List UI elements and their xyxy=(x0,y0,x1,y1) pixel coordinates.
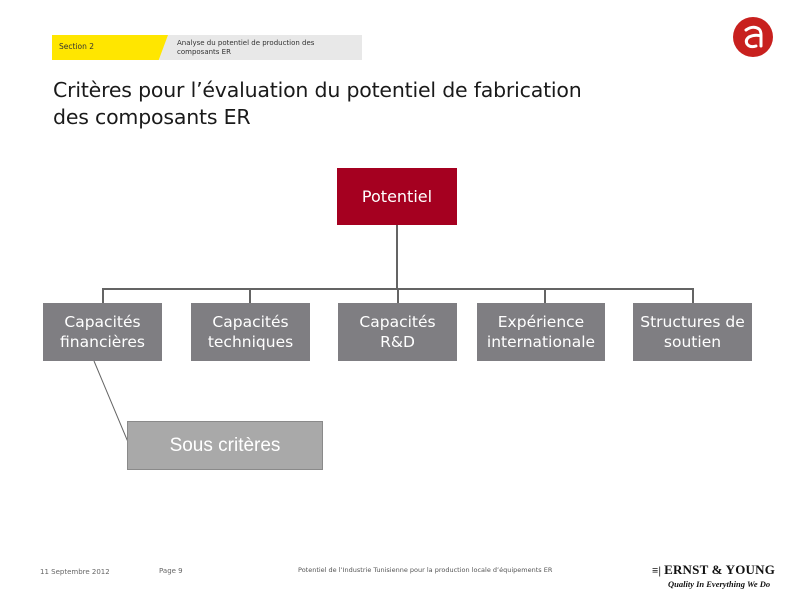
connector-stem-4 xyxy=(544,288,546,303)
connector-stem-1 xyxy=(102,288,104,303)
node-label-line1: Expérience xyxy=(497,313,585,331)
page-title: Critères pour l’évaluation du potentiel … xyxy=(53,77,653,131)
node-potentiel: Potentiel xyxy=(337,168,457,225)
node-potentiel-label: Potentiel xyxy=(361,186,433,206)
node-structures-de-soutien: Structures de soutien xyxy=(633,303,752,361)
node-label-line1: Structures de xyxy=(640,313,745,331)
node-label-line2: financières xyxy=(60,333,145,351)
node-label-line1: Capacités xyxy=(64,313,141,331)
ey-mark-icon: ≡| xyxy=(652,565,662,577)
connector-stem-3 xyxy=(397,288,399,303)
node-label-line1: Capacités xyxy=(212,313,289,331)
node-label-line1: Capacités xyxy=(359,313,436,331)
section-tab: Section 2 xyxy=(52,35,168,60)
connector-root-stem xyxy=(396,225,398,289)
connector-stem-5 xyxy=(692,288,694,303)
node-label-line2: techniques xyxy=(207,333,294,351)
section-banner: Section 2 Analyse du potentiel de produc… xyxy=(52,35,362,60)
circle-a-logo-icon xyxy=(733,17,773,57)
footer-date: 11 Septembre 2012 xyxy=(40,568,110,576)
node-capacites-techniques: Capacités techniques xyxy=(191,303,310,361)
node-label-line2: R&D xyxy=(380,333,415,351)
ernst-young-logo: ≡|ERNST & YOUNG Quality In Everything We… xyxy=(652,562,792,589)
ey-brand-text: ERNST & YOUNG xyxy=(664,562,776,577)
ey-brand-name: ≡|ERNST & YOUNG xyxy=(652,562,792,578)
connector-stem-2 xyxy=(249,288,251,303)
node-label-line2: soutien xyxy=(663,333,722,351)
section-label: Section 2 xyxy=(59,42,95,51)
node-sous-criteres-label: Sous critères xyxy=(169,434,281,456)
node-capacites-rd: Capacités R&D xyxy=(338,303,457,361)
ey-tagline: Quality In Everything We Do xyxy=(668,579,771,589)
page-title-line1: Critères pour l’évaluation du potentiel … xyxy=(53,78,582,102)
node-capacites-financieres: Capacités financières xyxy=(43,303,162,361)
node-experience-internationale: Expérience internationale xyxy=(477,303,605,361)
footer-page-number: Page 9 xyxy=(159,567,183,575)
section-title: Analyse du potentiel de production des c… xyxy=(177,39,315,56)
page-title-line2: des composants ER xyxy=(53,105,251,129)
node-sous-criteres: Sous critères xyxy=(127,421,323,470)
node-label-line2: internationale xyxy=(486,333,596,351)
footer-document-title: Potentiel de l’Industrie Tunisienne pour… xyxy=(298,566,553,574)
